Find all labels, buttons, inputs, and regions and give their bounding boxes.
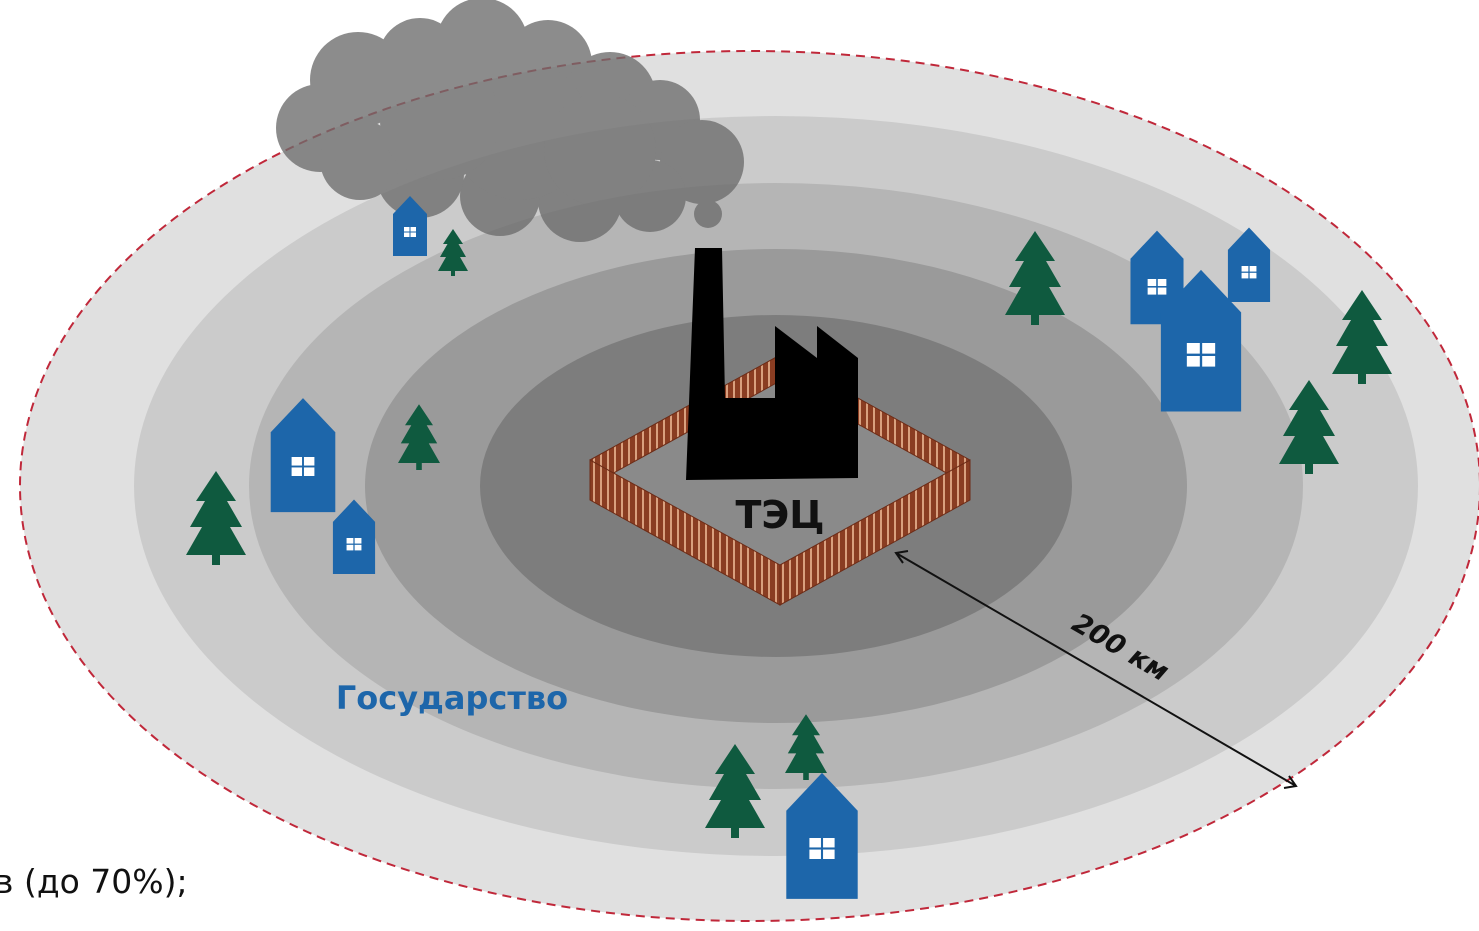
factory-icon: [686, 248, 858, 480]
state-label: Государство: [336, 679, 568, 717]
double-arrow-icon: [894, 550, 1298, 789]
footnote-text: в (до 70%);: [0, 862, 188, 901]
smoke-cloud-icon: [276, 0, 744, 242]
plant-label: ТЭЦ: [735, 493, 824, 537]
fence-front: [589, 459, 971, 606]
